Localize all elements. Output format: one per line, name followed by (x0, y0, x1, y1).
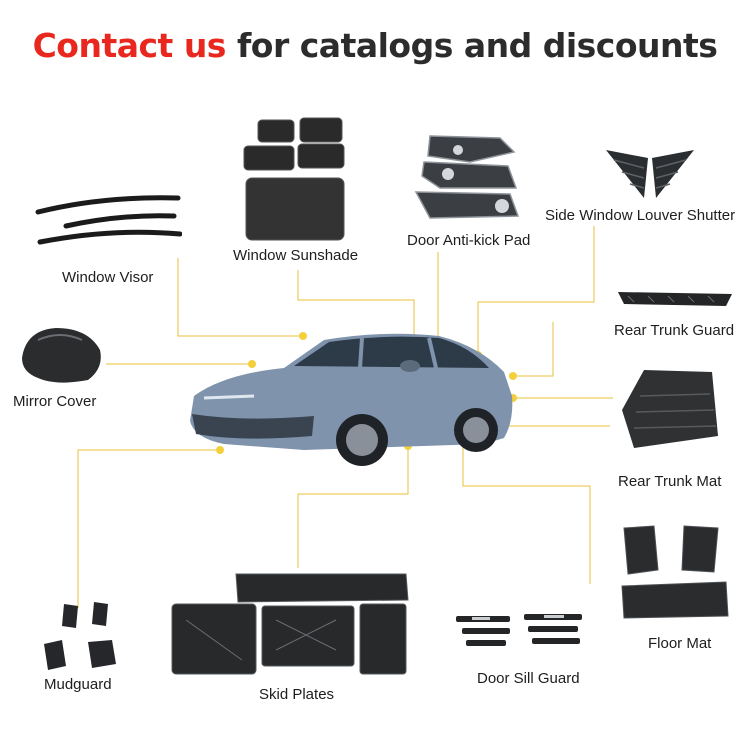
mirror-cover-image (22, 328, 101, 383)
rear-trunk-mat-image (622, 370, 718, 448)
label-window-sunshade: Window Sunshade (233, 247, 359, 264)
label-rear-trunk-mat: Rear Trunk Mat (618, 473, 722, 490)
headline-rest: for catalogs and discounts (225, 26, 718, 65)
headline-highlight: Contact us (32, 26, 227, 65)
headline: Contact us for catalogs and discounts (0, 26, 750, 65)
label-rear-trunk-guard: Rear Trunk Guard (614, 322, 735, 339)
label-side-window-louver-shutter: Side Window Louver Shutter (545, 207, 736, 224)
rear-trunk-guard-image (618, 292, 732, 306)
label-mirror-cover: Mirror Cover (13, 393, 97, 410)
side-window-louver-shutter-image (606, 150, 694, 198)
label-door-sill-guard: Door Sill Guard (477, 670, 580, 687)
label-skid-plates: Skid Plates (259, 686, 335, 703)
door-anti-kick-pad-image (414, 135, 520, 219)
mudguard-image (44, 602, 116, 670)
car-image (190, 333, 513, 466)
window-visor-image (35, 195, 182, 245)
label-window-visor: Window Visor (62, 269, 154, 286)
floor-mat-image (621, 525, 729, 619)
label-door-anti-kick-pad: Door Anti-kick Pad (407, 232, 531, 249)
door-sill-guard-image (456, 614, 582, 646)
window-sunshade-image (243, 117, 345, 241)
label-floor-mat: Floor Mat (648, 635, 712, 652)
skid-plates-image (171, 573, 409, 675)
label-mudguard: Mudguard (44, 676, 112, 693)
